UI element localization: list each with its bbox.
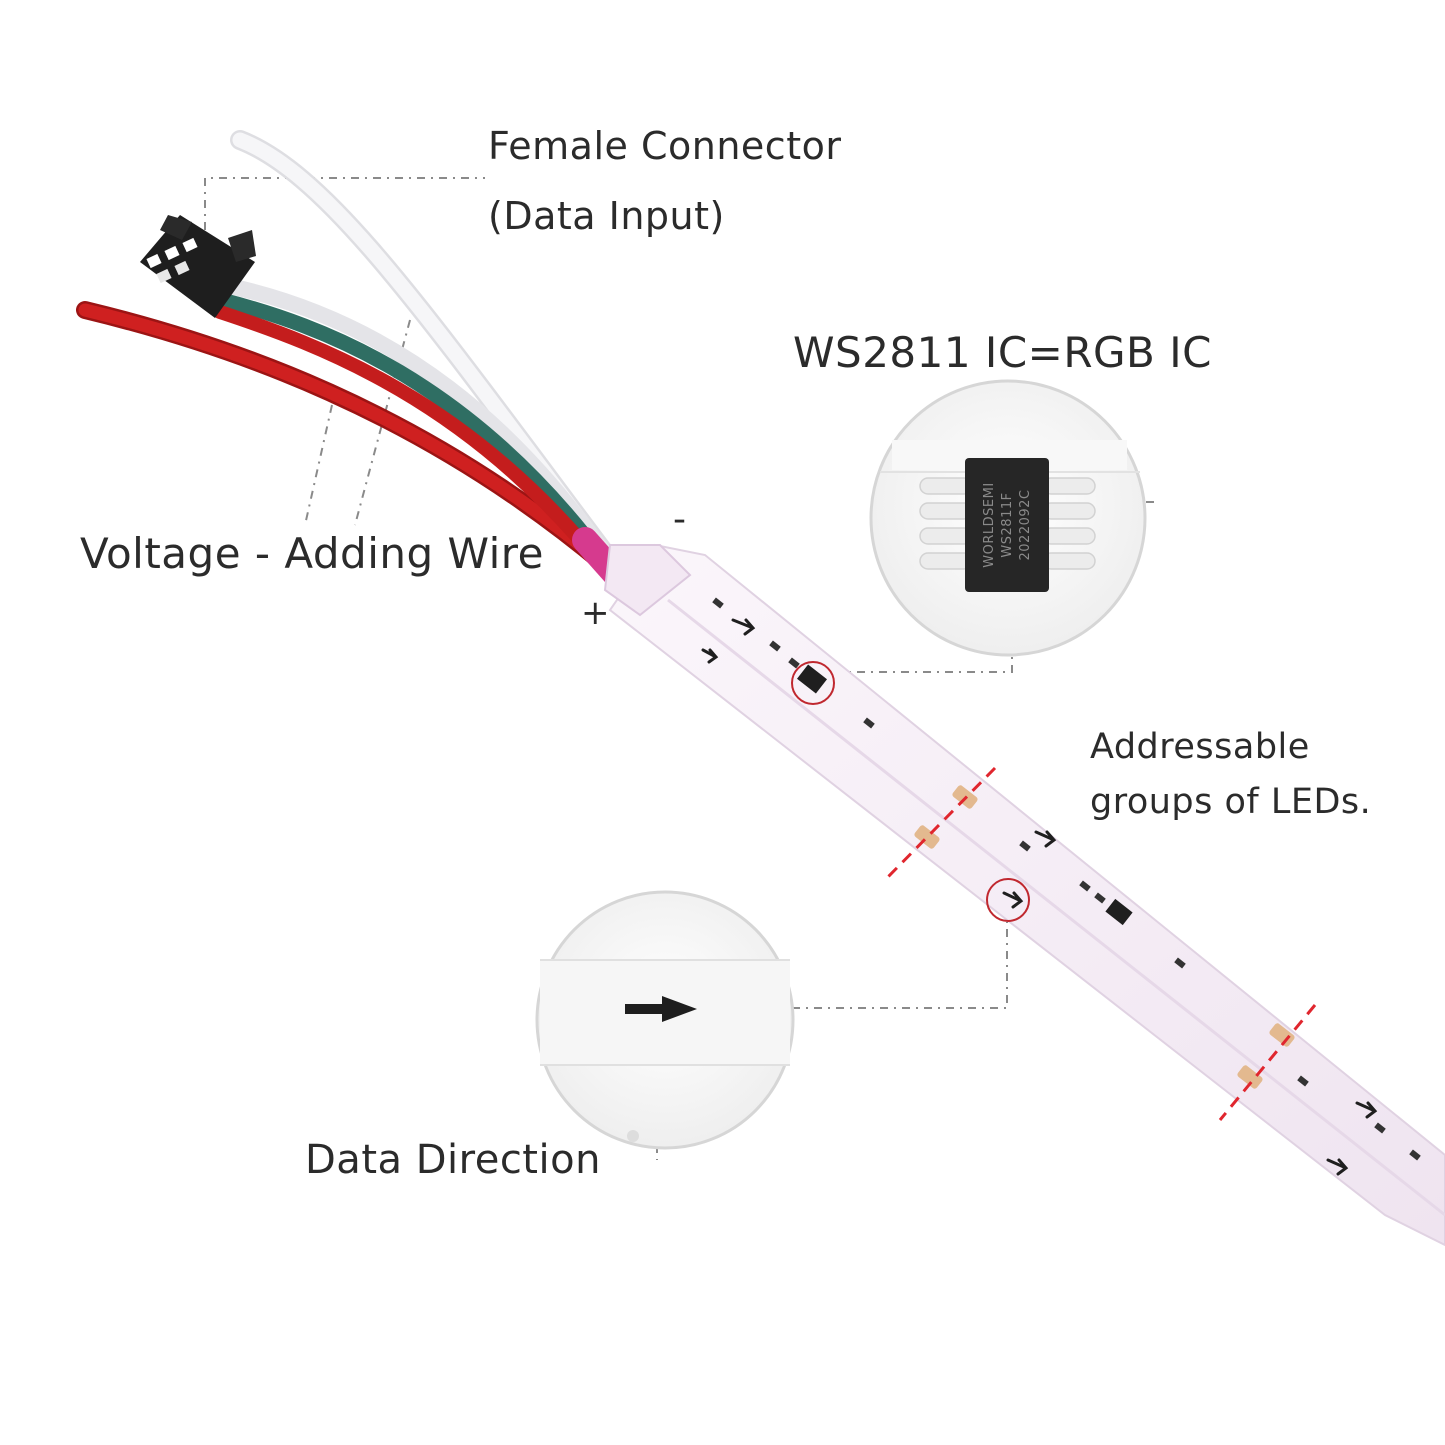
white-wire-short <box>217 277 613 563</box>
strip-resistor-10 <box>1409 1149 1421 1161</box>
strip-arrows <box>701 618 1378 1176</box>
ic-zoom-circle: WORLDSEMI WS2811F 2022092C <box>869 379 1147 657</box>
strip-resistor-2 <box>769 640 781 652</box>
female-connector-label: Female Connector <box>488 124 842 168</box>
zoom-arrow-icon <box>625 996 697 1022</box>
callout-line-voltage-2 <box>354 319 411 526</box>
ic-title-label: WS2811 IC=RGB IC <box>793 328 1212 377</box>
strip-resistor-5 <box>1019 840 1031 852</box>
strip-arrow-1 <box>731 618 756 636</box>
chip-line-1: WORLDSEMI <box>982 482 997 567</box>
strip-resistor-4 <box>863 717 875 729</box>
strip-led-4 <box>1237 1065 1263 1089</box>
strip-arrow-6 <box>1326 1158 1349 1176</box>
callout-line-arrow <box>792 922 1008 1009</box>
strip-led-3 <box>1269 1023 1295 1047</box>
plus-sign-label: + <box>581 593 610 633</box>
green-wire <box>214 292 613 570</box>
strip-resistor-11 <box>1297 1075 1309 1087</box>
strip-arrow-2 <box>701 648 719 664</box>
addressable-label: Addressable <box>1090 727 1310 767</box>
highlight-circles <box>791 661 1030 922</box>
callout-line-ic <box>835 648 1013 673</box>
end-cap <box>603 544 692 617</box>
ic-chip-body <box>965 458 1049 592</box>
strip-arrow-4 <box>1002 891 1024 909</box>
data-input-label: (Data Input) <box>488 194 725 238</box>
strip-resistor-7 <box>1094 892 1106 904</box>
red-wire-short <box>213 305 612 577</box>
strip-ic-1 <box>797 664 827 694</box>
voltage-wire-label: Voltage - Adding Wire <box>80 529 544 578</box>
chip-line-2: WS2811F <box>1000 492 1015 557</box>
arrow-highlight-circle <box>986 878 1030 922</box>
strip-arrow-5 <box>1355 1101 1378 1119</box>
cut-marks <box>883 766 1317 1121</box>
red-wire-long-core <box>78 303 612 572</box>
ic-highlight-circle <box>791 661 835 705</box>
minus-sign-label: - <box>673 499 687 540</box>
strip-components <box>701 597 1421 1176</box>
ic-pins <box>919 477 1096 570</box>
strip-resistor-1 <box>712 597 724 609</box>
strip-resistor-8 <box>1174 957 1186 969</box>
cut-mark-1 <box>883 766 997 882</box>
strip-resistor-9 <box>1374 1122 1386 1134</box>
callout-lines <box>204 177 1156 1160</box>
data-direction-label: Data Direction <box>305 1137 601 1183</box>
chip-line-3: 2022092C <box>1018 490 1033 561</box>
strip-led-2 <box>914 825 940 849</box>
strip-resistor-6 <box>1079 880 1091 892</box>
strip-channel <box>667 598 1445 1217</box>
callout-line-female-connector <box>204 177 485 230</box>
strip-arrow-3 <box>1034 830 1057 848</box>
strip-ic-2 <box>1105 898 1133 926</box>
arrow-zoom-circle <box>535 890 795 1150</box>
strip-resistor-3 <box>788 657 800 669</box>
jst-connector-icon <box>140 215 256 318</box>
groups-of-leds-label: groups of LEDs. <box>1090 782 1372 822</box>
callout-line-voltage-1 <box>304 404 333 526</box>
cut-mark-2 <box>1218 1004 1317 1121</box>
